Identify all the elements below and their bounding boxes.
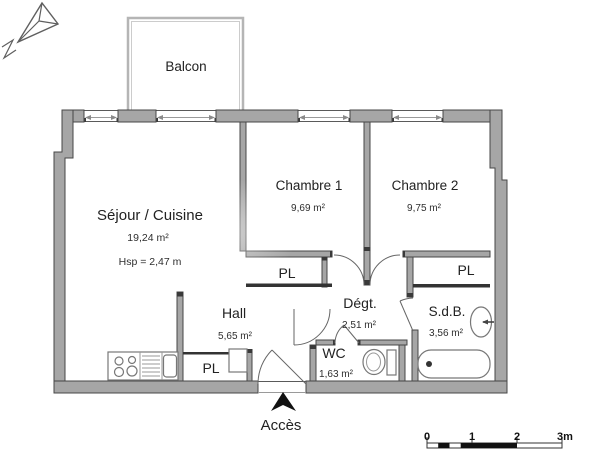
window (391, 110, 445, 122)
door-hall (293, 308, 331, 346)
balcony-outline (126, 16, 245, 112)
label-access: Accès (261, 417, 302, 434)
scale-label-0: 0 (424, 431, 430, 443)
scale-label-2: 2 (514, 431, 520, 443)
balcony-door (155, 110, 218, 122)
label-closet-bathroom: PL (457, 262, 474, 278)
label-hallway-area: 2,51 m² (342, 320, 377, 331)
label-hall-area: 5,65 m² (218, 331, 253, 342)
label-closet-hallway: PL (278, 265, 295, 281)
label-balcony: Balcon (165, 59, 206, 74)
door-bedroom2 (369, 254, 401, 286)
stove-icon (113, 355, 138, 378)
scale-label-1: 1 (469, 431, 475, 443)
label-toilet-area: 1,63 m² (319, 369, 354, 380)
outer-walls (53, 109, 508, 394)
kitchen-sink-icon (162, 354, 178, 378)
washbasin-icon (469, 306, 494, 338)
label-hall: Hall (222, 305, 246, 321)
access-arrow-icon (271, 392, 296, 411)
label-closet-hall: PL (202, 360, 219, 376)
radiator (228, 348, 248, 373)
label-living: Séjour / Cuisine (97, 207, 203, 224)
label-bedroom1-area: 9,69 m² (291, 203, 326, 214)
watermark-fade (138, 177, 298, 287)
label-bedroom2-area: 9,75 m² (407, 203, 442, 214)
door-entrance (257, 349, 307, 385)
label-bedroom2: Chambre 2 (392, 178, 459, 193)
label-bedroom1: Chambre 1 (276, 178, 343, 193)
label-bathroom-area: 3,56 m² (429, 328, 464, 339)
drainer-icon (142, 355, 160, 377)
door-wc (334, 324, 360, 344)
scale-label-3m: 3m (557, 431, 573, 443)
doors (257, 254, 414, 385)
room-labels: Balcon Séjour / Cuisine 19,24 m² Hsp = 2… (97, 59, 475, 434)
toilet-icon (362, 348, 397, 376)
bathtub-icon (417, 349, 491, 379)
door-bathroom (399, 297, 414, 332)
label-toilet: WC (322, 345, 345, 361)
north-arrow-icon (1, 1, 60, 60)
label-living-area: 19,24 m² (127, 232, 169, 244)
outer-wall-bottom (53, 380, 259, 394)
label-ceiling-height: Hsp = 2,47 m (119, 256, 182, 268)
window (83, 110, 120, 122)
window (297, 110, 352, 122)
outer-wall-left (53, 109, 74, 394)
label-hallway: Dégt. (343, 295, 376, 311)
label-bathroom: S.d.B. (429, 304, 466, 319)
outer-wall-right (489, 109, 508, 394)
door-bedroom1 (333, 254, 365, 286)
scale-bar: 0 1 2 3m (424, 431, 573, 449)
kitchen-counter (107, 351, 179, 381)
